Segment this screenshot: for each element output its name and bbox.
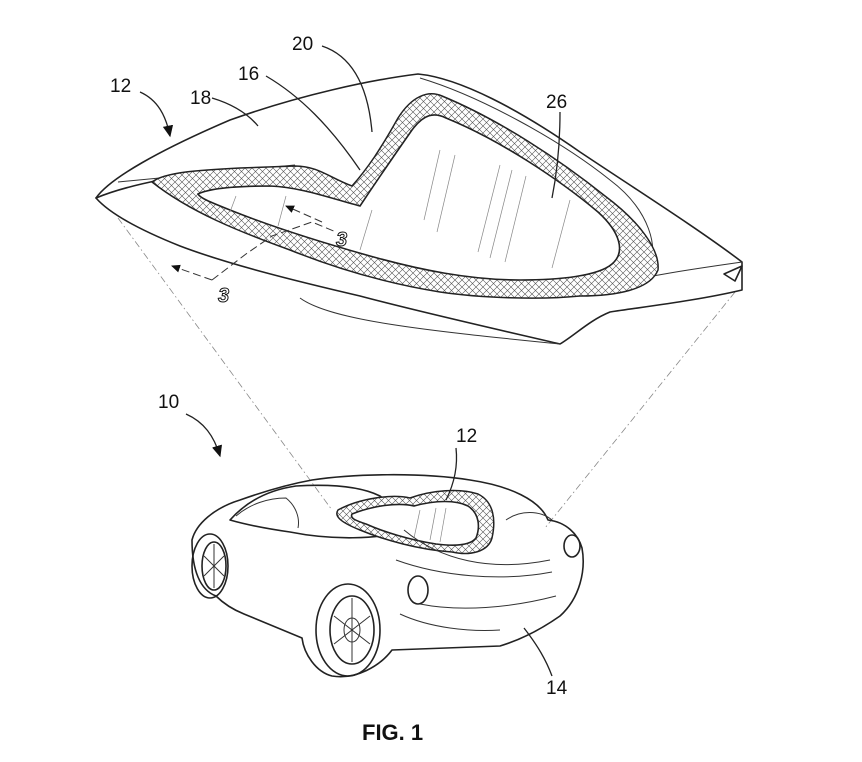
corner-marker	[723, 265, 743, 282]
label-12-car: 12	[456, 426, 477, 447]
section-mark-end: 3	[218, 285, 229, 307]
label-26: 26	[546, 92, 567, 113]
deck-panel-outline	[95, 73, 743, 345]
tail-light-right	[563, 534, 581, 558]
label-20: 20	[292, 34, 313, 55]
deck-panel-lower-line	[299, 297, 561, 345]
section-line-3-3	[171, 205, 337, 281]
label-18: 18	[190, 88, 211, 109]
front-wheel	[191, 533, 229, 599]
glass-reflections	[229, 149, 571, 269]
deck-panel-front-edge	[95, 179, 161, 199]
label-16: 16	[238, 64, 259, 85]
label-10: 10	[158, 392, 179, 413]
figure-caption: FIG. 1	[362, 720, 423, 745]
section-mark-start: 3	[336, 229, 347, 251]
label-14: 14	[546, 678, 568, 699]
car-hood-glass	[350, 500, 480, 546]
vehicle-drawing	[191, 473, 584, 678]
deck-panel-side-crease	[419, 77, 654, 271]
vehicle-body-outline	[191, 473, 584, 678]
leader-lines-top	[139, 45, 561, 199]
hood-assembly-exploded: 3 3	[95, 73, 743, 345]
tail-light-left	[407, 575, 429, 605]
leader-lines-bottom	[185, 413, 553, 677]
rear-wheel	[315, 583, 381, 677]
glass-window	[196, 114, 621, 281]
label-12-top: 12	[110, 76, 131, 97]
reference-numerals: 12 18 16 20 26 10 12 14	[110, 34, 568, 699]
projection-lines	[117, 217, 736, 529]
vehicle-side-window	[235, 497, 299, 529]
